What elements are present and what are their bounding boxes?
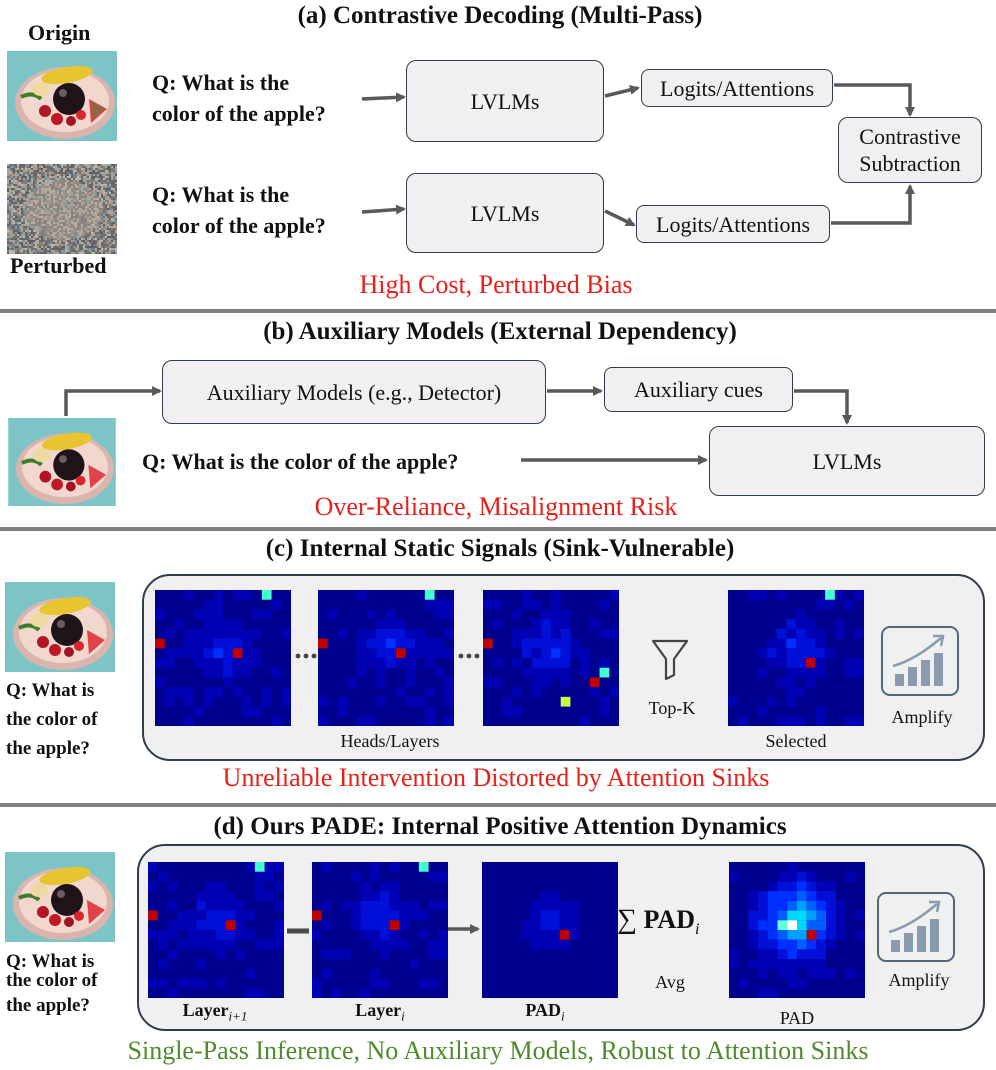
heatmap-grid — [483, 590, 619, 726]
question-c-line-2: the color of — [6, 709, 98, 730]
lvlm-box-perturbed: LVLMs — [406, 173, 604, 253]
section-b-caption: Over-Reliance, Misalignment Risk — [314, 492, 678, 521]
attention-heatmap — [728, 590, 864, 731]
arrow-logits1-to-contrast — [834, 83, 915, 117]
attention-heatmap — [729, 862, 865, 1003]
pad-i-sub: i — [561, 1008, 565, 1024]
attention-heatmap — [482, 862, 618, 1003]
heatmap-grid — [728, 590, 864, 726]
sum-pad-base: PAD — [643, 905, 695, 934]
arrow-cues-to-lvlm — [794, 389, 852, 425]
heatmap-grid — [148, 862, 284, 998]
heatmap-grid — [482, 862, 618, 998]
fruit-plate-image — [8, 418, 116, 506]
layer-i-plus-1-label: Layeri+1 — [165, 1000, 265, 1025]
amplify-icon-box — [877, 892, 955, 962]
section-d-title: (d) Ours PADE: Internal Positive Attenti… — [213, 813, 787, 840]
section-c-title: (c) Internal Static Signals (Sink-Vulner… — [265, 535, 735, 562]
sum-symbol: ∑ — [617, 904, 637, 935]
section-a-caption: High Cost, Perturbed Bias — [359, 270, 633, 299]
divider-c-d — [0, 803, 996, 807]
contrastive-subtraction-box: Contrastive Subtraction — [838, 117, 982, 183]
ellipsis-dots — [295, 653, 317, 659]
heads-layers-label: Heads/Layers — [340, 731, 440, 751]
perturbed-label: Perturbed — [10, 253, 107, 278]
layer-i-plus-1-base: Layer — [182, 1000, 229, 1020]
layer-i-label: Layeri — [330, 1000, 430, 1025]
heatmap-grid — [318, 590, 454, 726]
question-d-line-2: the color of — [6, 970, 98, 991]
question-2-line-2: color of the apple? — [152, 213, 326, 238]
pad-i-label: PADi — [495, 1000, 595, 1025]
question-c-line-3: the apple? — [6, 738, 90, 759]
logits-box-original: Logits/Attentions — [641, 69, 833, 107]
arrow-lvlm2-to-logits — [604, 209, 636, 227]
sum-pad-expression: ∑ PADi — [617, 904, 699, 939]
arrow-q2-to-lvlm — [361, 204, 406, 215]
question-1-line-1: Q: What is the — [152, 70, 290, 95]
topk-label: Top-K — [648, 698, 696, 718]
question-1-line-2: color of the apple? — [152, 101, 326, 126]
growth-chart-icon — [892, 634, 945, 686]
heatmap-grid — [155, 590, 291, 726]
growth-chart-icon — [888, 900, 941, 952]
divider-b-c — [0, 527, 996, 531]
pad-label: PAD — [779, 1008, 815, 1028]
contrastive-line-2: Subtraction — [859, 151, 961, 176]
attention-heatmap — [148, 862, 284, 1003]
lvlm-box-original: LVLMs — [406, 60, 604, 142]
question-b: Q: What is the color of the apple? — [142, 449, 459, 474]
section-a-title: (a) Contrastive Decoding (Multi-Pass) — [297, 2, 703, 29]
question-2-line-1: Q: What is the — [152, 182, 290, 207]
question-d-line-1: Q: What is — [6, 951, 95, 972]
section-c-caption: Unreliable Intervention Distorted by Att… — [222, 763, 770, 792]
fruit-plate-image — [5, 852, 115, 942]
section-b-title: (b) Auxiliary Models (External Dependenc… — [263, 318, 737, 345]
divider-a-b — [0, 309, 996, 313]
layer-i-base: Layer — [355, 1000, 402, 1020]
funnel-icon — [651, 639, 689, 681]
fruit-plate-image — [5, 582, 115, 672]
origin-label: Origin — [28, 20, 91, 45]
attention-heatmap — [155, 590, 291, 731]
avg-label: Avg — [655, 972, 685, 992]
section-d-caption: Single-Pass Inference, No Auxiliary Mode… — [127, 1036, 869, 1065]
question-d-line-3: the apple? — [6, 995, 90, 1016]
heatmap-grid — [729, 862, 865, 998]
logits-box-perturbed: Logits/Attentions — [636, 205, 830, 243]
pad-i-base: PAD — [525, 1000, 562, 1020]
attention-heatmap — [483, 590, 619, 731]
lvlm-box-auxiliary: LVLMs — [709, 426, 985, 496]
noisy-plate-image — [7, 164, 117, 254]
selected-label: Selected — [765, 731, 827, 751]
sum-pad-sub: i — [694, 921, 700, 939]
arrow-logits2-to-contrast — [831, 184, 915, 225]
layer-i-sub: i — [401, 1008, 405, 1024]
attention-heatmap — [318, 590, 454, 731]
contrastive-line-1: Contrastive — [859, 124, 961, 149]
arrow-lvlm1-to-logits — [604, 85, 640, 98]
question-c-line-1: Q: What is — [6, 680, 95, 701]
arrow-image-to-aux — [64, 386, 162, 416]
attention-heatmap — [312, 862, 448, 1003]
amplify-label: Amplify — [888, 970, 950, 990]
arrow-q1-to-lvlm — [361, 92, 406, 103]
fruit-plate-image — [7, 51, 117, 141]
heatmap-grid — [312, 862, 448, 998]
auxiliary-models-box: Auxiliary Models (e.g., Detector) — [162, 360, 546, 424]
layer-i-plus-1-sub: i+1 — [228, 1008, 248, 1024]
ellipsis-dots — [458, 653, 480, 659]
amplify-icon-box — [881, 626, 959, 696]
amplify-label: Amplify — [891, 707, 953, 727]
auxiliary-cues-box: Auxiliary cues — [604, 367, 793, 412]
